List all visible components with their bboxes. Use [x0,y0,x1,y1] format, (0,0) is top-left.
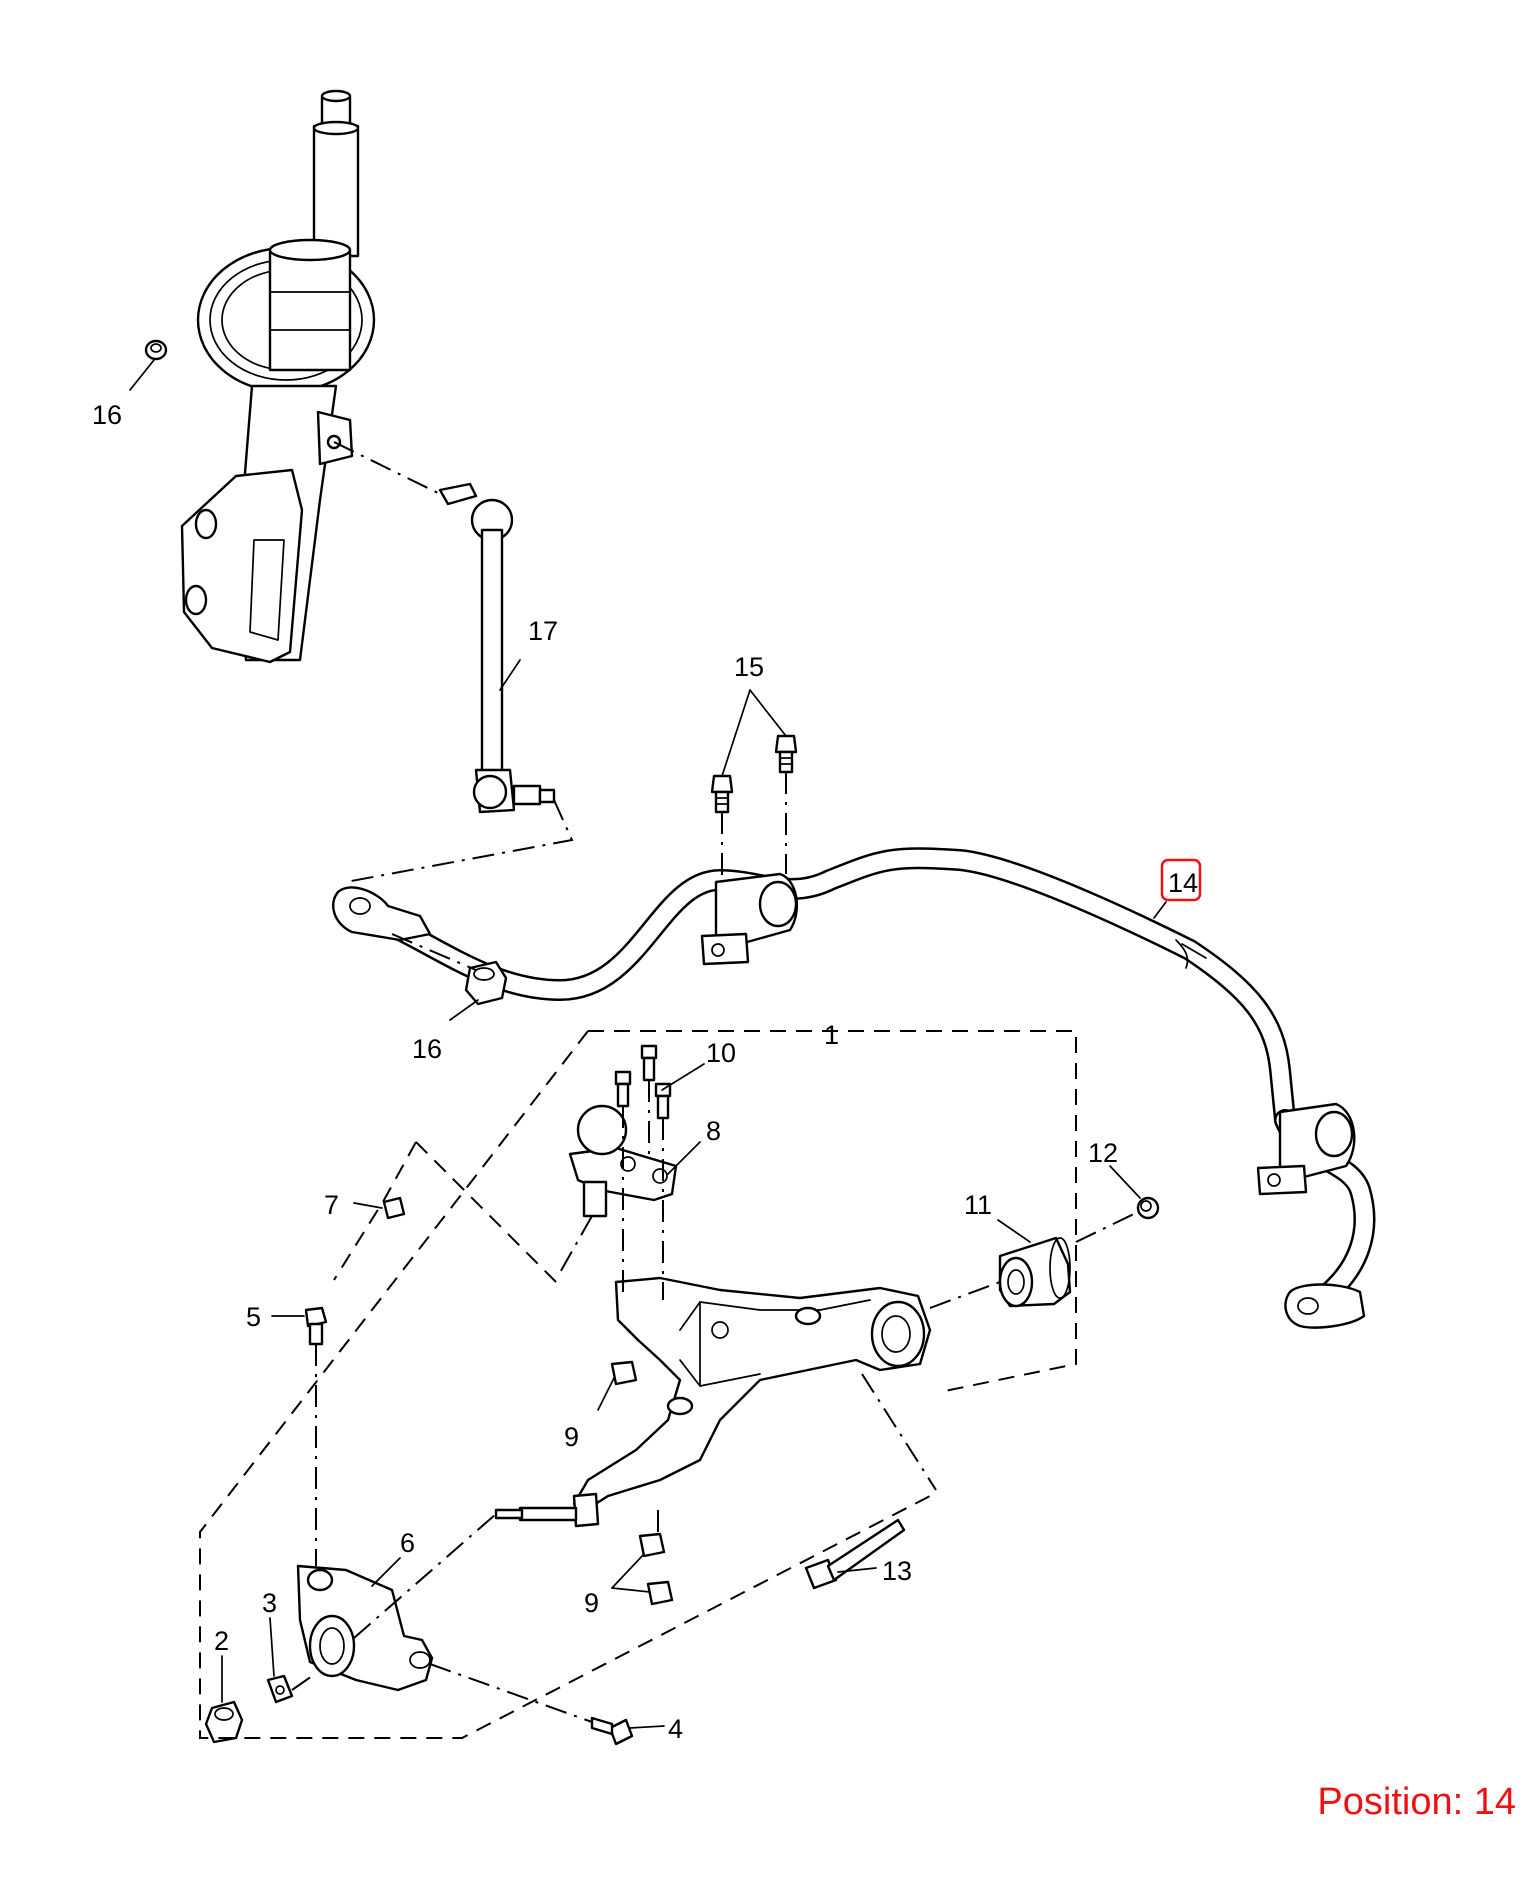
bushing11-line [929,1281,1001,1309]
callout-8[interactable]: 8 [706,1116,721,1146]
callout-3[interactable]: 3 [262,1588,277,1618]
link-to-bar-line [345,799,574,883]
washer-line [291,1675,313,1691]
housing-bolt-vertical[interactable] [304,1306,328,1346]
callout-4[interactable]: 4 [668,1714,683,1744]
bushing-bolt-left[interactable] [710,774,734,814]
callout-7[interactable]: 7 [324,1190,339,1220]
housing-outline [333,1141,561,1287]
callout-9-upper[interactable]: 9 [564,1422,579,1452]
callout-5[interactable]: 5 [246,1302,261,1332]
washer[interactable] [266,1674,294,1704]
callout-12[interactable]: 12 [1088,1138,1118,1168]
callout-16-link-nut[interactable]: 16 [412,1034,442,1064]
bushing-bolt-right[interactable] [774,734,798,774]
bolt10-lines [622,1080,664,1300]
callout-1[interactable]: 1 [824,1020,839,1050]
arm-nut-upper[interactable] [610,1360,638,1386]
link-nut[interactable] [464,960,508,1006]
leader-lines [129,359,1167,1729]
stabilizer-bushing-center[interactable] [700,872,798,966]
spindle-line [353,1513,497,1639]
ball-joint-bolt-1[interactable] [614,1070,632,1108]
ball-joint[interactable] [568,1104,678,1218]
position-readout: Position: 14 [1317,1781,1516,1823]
callout-17[interactable]: 17 [528,616,558,646]
callout-2[interactable]: 2 [214,1626,229,1656]
callout-16-strut-nut[interactable]: 16 [92,400,122,430]
assembly-1-outline [199,1030,1077,1739]
bolt13-line [861,1373,937,1491]
ball-joint-nut[interactable] [382,1196,406,1220]
strut-assembly[interactable] [180,89,376,664]
callout-6[interactable]: 6 [400,1528,415,1558]
ball-joint-bolt-2[interactable] [640,1044,658,1082]
ball-joint-down-line [557,1215,593,1277]
bushing-bolt[interactable] [804,1518,906,1590]
rear-bushing[interactable] [998,1236,1072,1308]
callout-9-lower[interactable]: 9 [584,1588,599,1618]
bolt4-line [429,1663,593,1723]
housing-bolt-horizontal[interactable] [590,1716,634,1746]
bar-to-nut-line [391,933,477,971]
arm-nut-lower-2[interactable] [646,1580,674,1606]
stabilizer-bushing-right[interactable] [1256,1102,1356,1196]
nut12-line [1075,1211,1139,1243]
callout-15[interactable]: 15 [734,652,764,682]
callout-14[interactable]: 14 [1168,868,1198,898]
strut-to-link-line [333,441,441,495]
callout-11[interactable]: 11 [964,1190,992,1220]
callout-13[interactable]: 13 [882,1556,912,1586]
strut-nut[interactable] [144,339,168,361]
lower-control-arm[interactable] [494,1276,932,1528]
housing-nut[interactable] [204,1700,244,1744]
stabilizer-bar[interactable] [332,847,1376,1329]
callout-10[interactable]: 10 [706,1038,736,1068]
stabilizer-link[interactable] [438,482,556,814]
selected-callout-highlight [1160,858,1202,902]
arm-nut-lower-1[interactable] [638,1532,666,1558]
bushing-nut[interactable] [1136,1196,1160,1220]
